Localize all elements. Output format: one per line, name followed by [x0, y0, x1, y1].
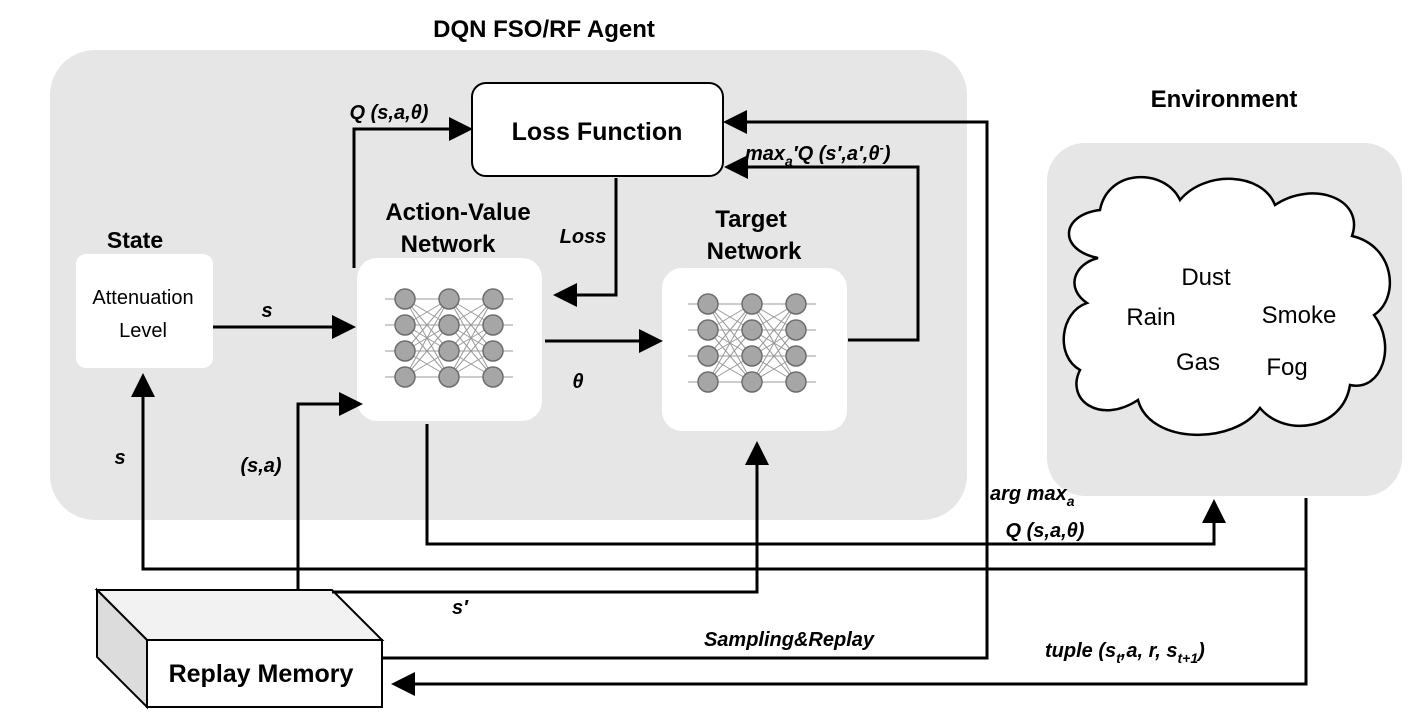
network-node [741, 345, 763, 367]
label-q-sa: Q (s,a,θ) [350, 102, 429, 124]
arrow-environment-to-state [131, 373, 1308, 571]
replay-memory-front [146, 639, 383, 708]
condition-fog: Fog [1266, 354, 1307, 381]
action-value-box [357, 258, 542, 421]
network-node [697, 319, 719, 341]
environment-title: Environment [1151, 86, 1298, 113]
arrow-target-to-loss [724, 155, 920, 342]
state-line2: Level [119, 320, 167, 342]
agent-title: DQN FSO/RF Agent [433, 16, 655, 43]
arrow-loss-to-av [553, 178, 618, 307]
arrow-replay-to-target [332, 441, 769, 594]
network-node [438, 366, 460, 388]
action-value-network-icon [385, 288, 513, 388]
label-s-state: s [261, 300, 272, 322]
replay-memory-label: Replay Memory [169, 660, 354, 688]
network-node [697, 371, 719, 393]
label-argmax: arg maxa [990, 483, 1075, 509]
target-title-2: Network [707, 238, 802, 265]
network-node [394, 340, 416, 362]
arrow-environment-to-replay [391, 569, 1308, 696]
network-node [482, 340, 504, 362]
network-edge [448, 298, 494, 378]
network-node [785, 371, 807, 393]
weather-cloud [1062, 176, 1392, 436]
arrow-av-to-loss [352, 117, 473, 268]
network-node [785, 319, 807, 341]
condition-rain: Rain [1126, 304, 1175, 331]
state-box [76, 254, 213, 368]
label-max-q: maxa′Q (s′,a′,θ-) [745, 140, 891, 169]
state-line1: Attenuation [92, 287, 193, 309]
network-node [438, 340, 460, 362]
network-edge [404, 298, 450, 378]
network-edge [404, 298, 450, 352]
network-node [438, 314, 460, 336]
network-node [438, 288, 460, 310]
label-sampling-replay: Sampling&Replay [704, 629, 875, 651]
network-node [482, 366, 504, 388]
action-value-title-1: Action-Value [385, 199, 530, 226]
label-argmax-q: Q (s,a,θ) [1006, 520, 1085, 542]
target-network-icon [688, 293, 816, 393]
network-edge [448, 298, 494, 352]
network-node [394, 314, 416, 336]
arrow-av-to-environment [425, 424, 1226, 546]
condition-gas: Gas [1176, 349, 1220, 376]
condition-smoke: Smoke [1262, 302, 1337, 329]
network-node [482, 288, 504, 310]
network-edge [751, 329, 797, 383]
network-edge [707, 329, 753, 383]
network-node [741, 319, 763, 341]
condition-dust: Dust [1181, 264, 1231, 291]
network-node [785, 293, 807, 315]
label-loss: Loss [560, 226, 607, 248]
label-s-left: s [114, 447, 125, 469]
label-tuple: tuple (st,a, r, st+1) [1045, 640, 1205, 666]
label-s-prime: s′ [452, 597, 469, 619]
target-title-1: Target [715, 206, 787, 233]
arrow-replay-to-av [296, 392, 363, 590]
network-edge [707, 303, 753, 383]
network-node [394, 288, 416, 310]
arrow-replay-to-loss [382, 110, 989, 660]
network-edge [751, 303, 797, 383]
network-node [785, 345, 807, 367]
label-theta: θ [572, 371, 583, 393]
label-sa: (s,a) [240, 455, 281, 477]
network-node [697, 345, 719, 367]
network-node [741, 293, 763, 315]
network-edge [448, 324, 494, 378]
network-edge [751, 303, 797, 357]
loss-function-label: Loss Function [512, 118, 683, 146]
network-node [697, 293, 719, 315]
action-value-title-2: Network [401, 231, 496, 258]
network-edge [707, 303, 753, 357]
network-node [741, 371, 763, 393]
state-title: State [107, 227, 163, 253]
network-node [394, 366, 416, 388]
network-edge [404, 324, 450, 378]
network-node [482, 314, 504, 336]
